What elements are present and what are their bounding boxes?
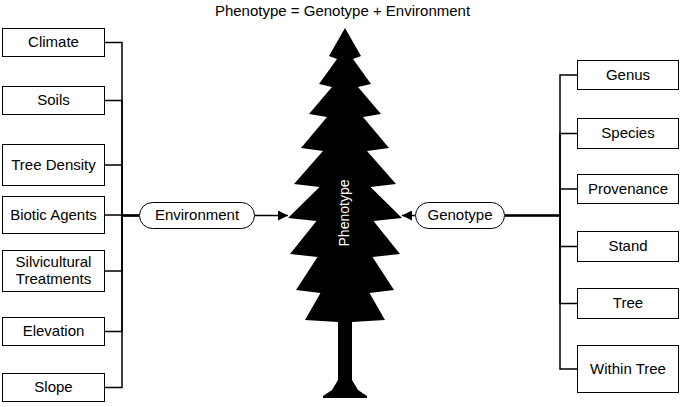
node-label: Tree	[613, 295, 643, 312]
factor-box: Tree Density	[2, 144, 105, 186]
node-label: Genotype	[427, 207, 492, 224]
factor-box: Silvicultural Treatments	[2, 250, 105, 292]
factor-box: Climate	[2, 28, 105, 57]
bracket-line	[105, 101, 139, 216]
node-label: Soils	[37, 92, 70, 109]
factor-box: Stand	[577, 231, 679, 262]
node-label: Climate	[28, 34, 79, 51]
tree-outline	[288, 28, 402, 398]
node-label: Environment	[155, 207, 239, 224]
group-pill: Genotype	[415, 202, 505, 229]
node-label: Silvicultural Treatments	[7, 254, 100, 288]
node-label: Stand	[608, 238, 647, 255]
arrow-connector	[402, 215, 415, 217]
group-pill: Environment	[139, 202, 255, 229]
node-label: Elevation	[23, 323, 85, 340]
bracket-line	[505, 75, 577, 216]
factor-box: Slope	[2, 373, 105, 402]
factor-box: Soils	[2, 86, 105, 115]
tree-silhouette: Phenotype	[288, 28, 402, 398]
bracket-line	[505, 216, 577, 247]
node-label: Tree Density	[11, 157, 95, 174]
bracket-line	[505, 216, 577, 370]
bracket-line	[105, 43, 139, 216]
factor-box: Tree	[577, 288, 679, 319]
factor-box: Provenance	[577, 174, 679, 204]
bracket-line	[105, 165, 139, 216]
node-label: Genus	[606, 67, 650, 84]
bracket-line	[505, 134, 577, 216]
factor-box: Species	[577, 118, 679, 149]
factor-box: Within Tree	[577, 345, 679, 393]
node-label: Within Tree	[590, 361, 666, 378]
node-label: Phenotype	[337, 180, 353, 247]
bracket-line	[105, 216, 139, 388]
factor-box: Elevation	[2, 317, 105, 346]
arrow-connector	[255, 215, 288, 217]
bracket-line	[505, 216, 577, 304]
node-label: Slope	[34, 379, 72, 396]
node-label: Species	[601, 125, 654, 142]
factor-box: Genus	[577, 60, 679, 90]
bracket-line	[505, 189, 577, 216]
node-label: Provenance	[588, 181, 668, 198]
diagram-title: Phenotype = Genotype + Environment	[0, 2, 685, 19]
factor-box: Biotic Agents	[2, 196, 105, 234]
node-label: Biotic Agents	[10, 207, 97, 224]
